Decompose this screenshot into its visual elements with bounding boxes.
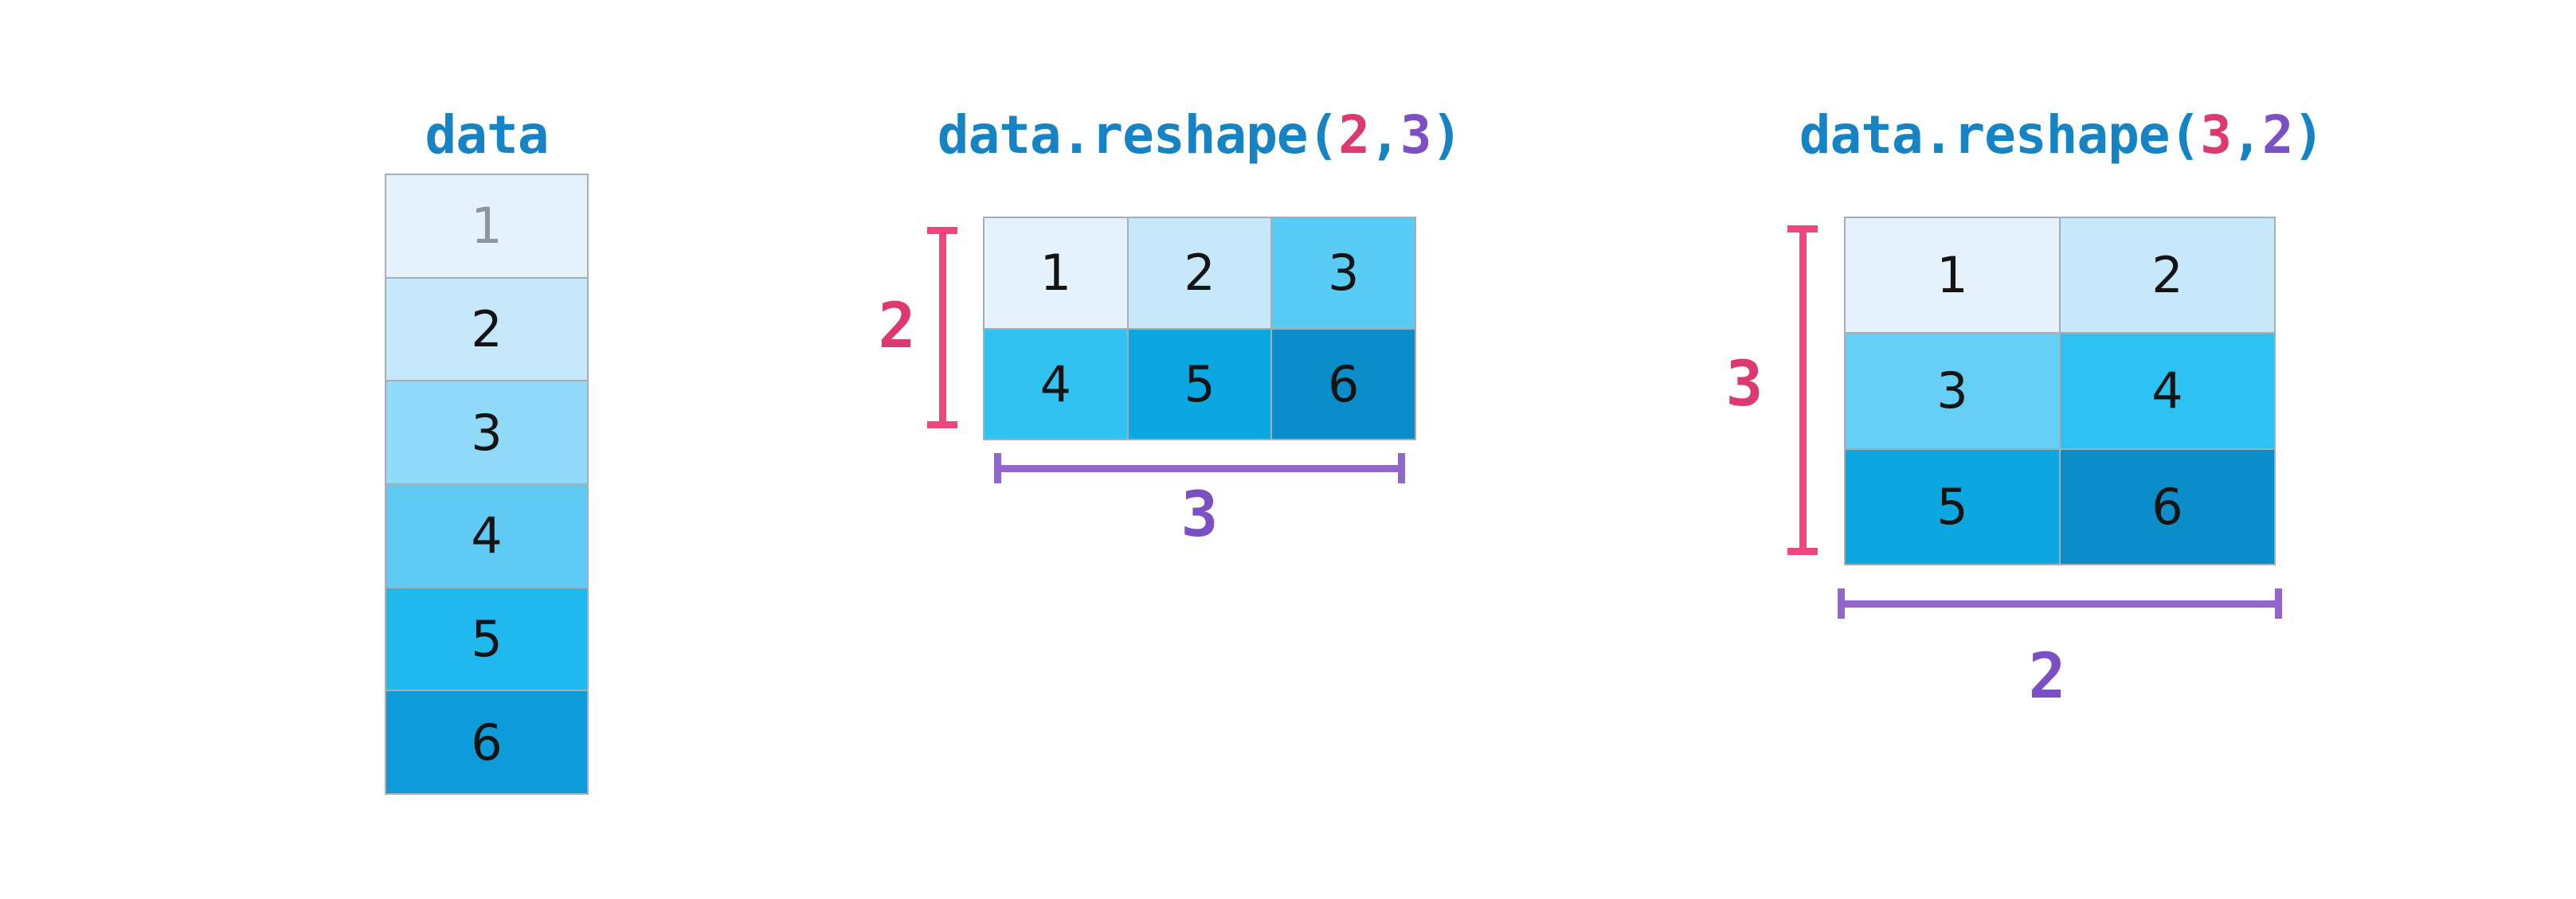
reshape-3-2-matrix: 1 2 3 4 5 6 <box>1844 217 2276 565</box>
reshape-2-3-title-rows-arg: 2 <box>1338 104 1370 166</box>
bracket-cap <box>927 421 957 428</box>
reshape-2-3-title-comma: , <box>1369 104 1401 166</box>
reshape-3-2-title-rows-arg: 3 <box>2200 104 2232 166</box>
bracket-line <box>1838 600 2282 608</box>
reshape-2-3-cell-6: 6 <box>1272 329 1415 439</box>
reshape-2-3-title-prefix: data.reshape( <box>937 104 1340 166</box>
array-cell-4: 4 <box>386 484 587 587</box>
bracket-cap <box>1787 548 1818 555</box>
bracket-line <box>938 227 946 428</box>
reshape-2-3-title-cols-arg: 3 <box>1400 104 1432 166</box>
array-title-text: data <box>425 104 550 166</box>
array-cell-5: 5 <box>386 588 587 690</box>
reshape-2-3-matrix: 1 2 3 4 5 6 <box>983 217 1416 440</box>
reshape-3-2-cell-6: 6 <box>2061 449 2274 564</box>
data-array-column: 1 2 3 4 5 6 <box>385 174 589 795</box>
array-cell-3: 3 <box>386 381 587 483</box>
reshape-3-2-cell-1: 1 <box>1846 218 2059 333</box>
reshape-2-3-cell-5: 5 <box>1128 329 1271 439</box>
reshape-2-3-rows-dimension-label: 2 <box>878 291 916 362</box>
reshape-3-2-cols-dimension-bracket <box>1838 588 2282 619</box>
reshape-2-3-cell-2: 2 <box>1128 218 1271 328</box>
array-title: data <box>327 100 646 169</box>
reshape-3-2-cell-2: 2 <box>2061 218 2274 333</box>
reshape-3-2-title-prefix: data.reshape( <box>1799 104 2202 166</box>
reshape-2-3-cell-4: 4 <box>985 329 1127 439</box>
bracket-cap <box>2275 588 2282 619</box>
reshape-3-2-title-comma: , <box>2231 104 2263 166</box>
reshape-3-2-title: data.reshape(3,2) <box>1743 100 2380 169</box>
bracket-line <box>1799 225 1807 555</box>
bracket-cap <box>1398 453 1405 483</box>
bracket-line <box>994 464 1405 472</box>
reshape-2-3-cell-3: 3 <box>1272 218 1415 328</box>
array-cell-2: 2 <box>386 278 587 381</box>
reshape-3-2-title-close: ) <box>2292 104 2325 166</box>
reshape-2-3-cols-dimension-bracket <box>994 453 1405 483</box>
array-cell-1: 1 <box>386 175 587 277</box>
reshape-3-2-cell-4: 4 <box>2061 334 2274 448</box>
reshape-3-2-cols-dimension-label: 2 <box>2028 641 2066 713</box>
array-cell-6: 6 <box>386 691 587 793</box>
reshape-3-2-cell-5: 5 <box>1846 449 2059 564</box>
reshape-3-2-title-cols-arg: 2 <box>2261 104 2294 166</box>
reshape-2-3-rows-dimension-bracket <box>927 227 957 428</box>
reshape-3-2-cell-3: 3 <box>1846 334 2059 448</box>
reshape-3-2-rows-dimension-label: 3 <box>1725 349 1764 420</box>
reshape-2-3-title-close: ) <box>1431 104 1463 166</box>
reshape-3-2-rows-dimension-bracket <box>1787 225 1818 555</box>
reshape-2-3-cell-1: 1 <box>985 218 1127 328</box>
reshape-2-3-title: data.reshape(2,3) <box>881 100 1518 169</box>
reshape-2-3-cols-dimension-label: 3 <box>1180 479 1219 551</box>
